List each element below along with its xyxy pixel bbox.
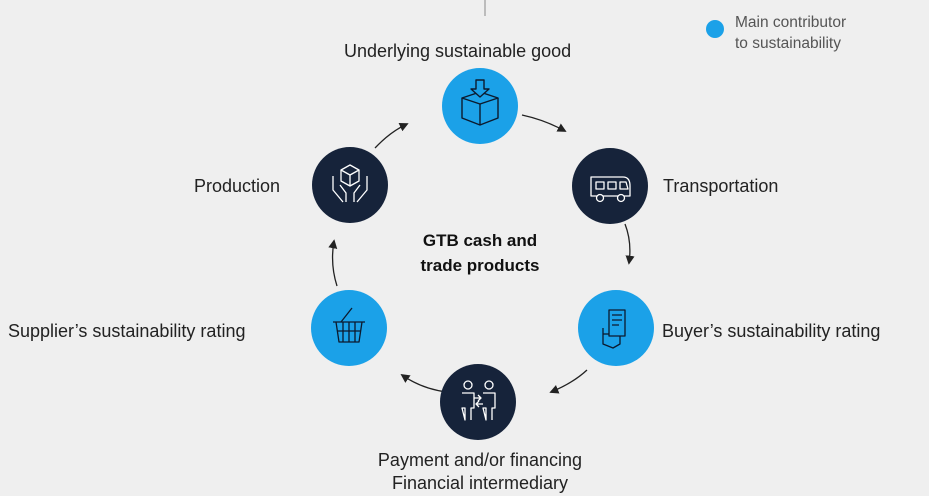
center-title-line2: trade products (420, 256, 540, 275)
label-production: Production (194, 176, 281, 196)
center-title-line1: GTB cash and (422, 231, 538, 250)
label-underlying-good: Underlying sustainable good (344, 41, 572, 61)
arrow-supplier-to-production (328, 239, 338, 287)
label-transportation: Transportation (663, 176, 779, 196)
legend-dot (706, 20, 724, 38)
label-buyer-rating: Buyer’s sustainability rating (662, 321, 881, 341)
people-exchange-icon (461, 380, 496, 421)
node-underlying-good (442, 68, 518, 144)
arrow-production-to-good (374, 122, 409, 149)
hand-document-icon (602, 309, 626, 349)
node-payment (440, 364, 516, 440)
shopping-basket-icon (333, 307, 365, 343)
node-supplier-rating (311, 290, 387, 366)
arrow-payment-to-supplier (400, 373, 448, 393)
legend-label-line1: Main contributor (735, 14, 847, 31)
label-payment-line1: Payment and/or financing (377, 450, 583, 470)
legend-label-line2: to sustainability (735, 35, 841, 52)
node-transportation (572, 148, 648, 224)
label-payment-line2: Financial intermediary (391, 473, 569, 493)
arrow-buyer-to-payment (549, 369, 588, 394)
node-buyer-rating (578, 290, 654, 366)
arrow-good-to-transport (521, 114, 567, 132)
truck-icon (590, 176, 631, 203)
arrow-transport-to-buyer (624, 223, 635, 265)
box-download-icon (461, 79, 499, 126)
label-supplier-rating: Supplier’s sustainability rating (8, 321, 246, 341)
node-production (312, 147, 388, 223)
hands-cube-icon (332, 164, 368, 203)
center-title: GTB cash and trade products (380, 228, 580, 278)
legend-label: Main contributor to sustainability (735, 12, 846, 54)
